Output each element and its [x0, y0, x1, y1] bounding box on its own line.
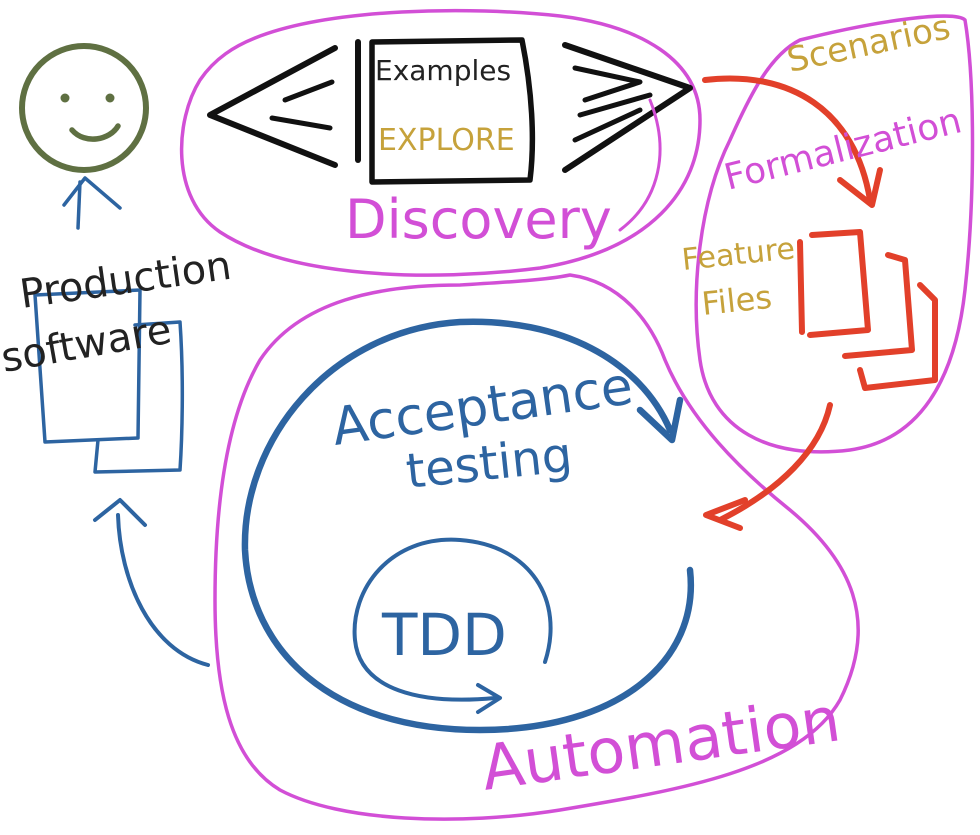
formalization-region-outline	[694, 14, 975, 454]
automation-label: Automation	[477, 682, 845, 805]
right-chevron-icon	[562, 42, 693, 173]
examples-label: Examples	[375, 54, 511, 87]
acceptance-loop-arrow	[241, 318, 695, 734]
scenarios-label: Scenarios	[784, 7, 954, 81]
file-stack-icon	[797, 229, 938, 391]
tdd-loop-arrow	[352, 537, 553, 702]
automation-to-production-arrow	[116, 513, 210, 667]
production-label-line1: Production	[17, 243, 234, 318]
left-chevron-icon	[207, 45, 338, 168]
production-to-user-arrow	[76, 180, 82, 230]
tdd-label: TDD	[381, 601, 507, 669]
production-label-line2: software	[0, 307, 175, 382]
feature-to-automation-arrow	[717, 402, 833, 523]
feature-files-label-line2: Files	[700, 278, 774, 323]
automation-region-outline	[213, 273, 860, 821]
production-document-icon	[33, 288, 185, 474]
discovery-label: Discovery	[345, 188, 612, 251]
explore-label: EXPLORE	[378, 123, 515, 158]
scenarios-arrow	[702, 75, 873, 203]
discovery-region-outline	[179, 8, 702, 277]
examples-card: Examples EXPLORE	[207, 37, 693, 185]
smiley-face-icon	[19, 43, 149, 173]
feature-files-label-line1: Feature	[680, 231, 796, 278]
